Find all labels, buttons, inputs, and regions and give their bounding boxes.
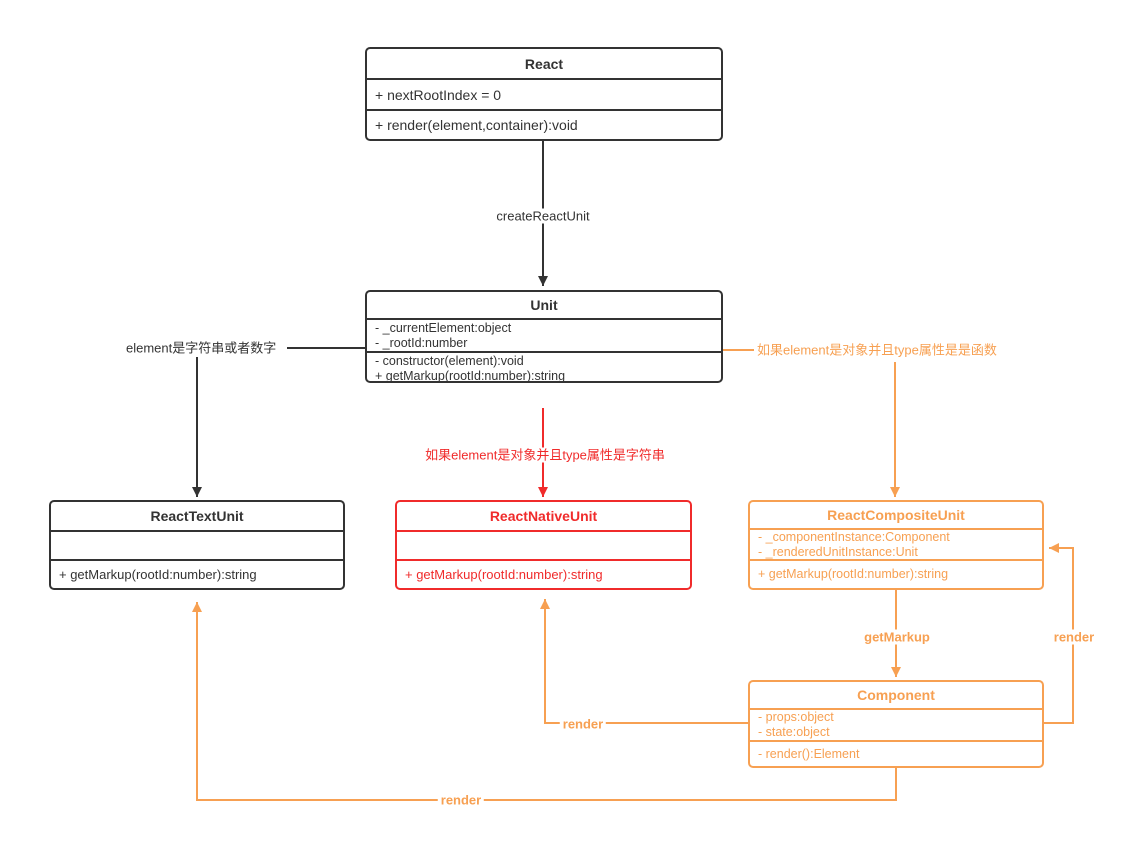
- field-line: - _rootId:number: [375, 335, 468, 350]
- edge-label-render-to-text: render: [437, 792, 485, 808]
- edge-render-to-text[interactable]: [192, 602, 897, 801]
- class-title: React: [524, 55, 564, 72]
- class-fields: [397, 530, 690, 559]
- field-line: - state:object: [758, 725, 830, 739]
- class-box-react-native-unit[interactable]: ReactNativeUnit + getMarkup(rootId:numbe…: [395, 500, 692, 590]
- method-line: + getMarkup(rootId:number):string: [405, 566, 603, 582]
- class-title: Component: [857, 687, 935, 703]
- method-line: + getMarkup(rootId:number):string: [758, 567, 949, 581]
- class-fields: - props:object - state:object: [750, 708, 1042, 740]
- class-box-unit[interactable]: Unit - _currentElement:object - _rootId:…: [365, 290, 723, 383]
- method-line: - render():Element: [758, 746, 860, 761]
- class-title: ReactTextUnit: [150, 508, 244, 524]
- class-fields: [51, 530, 343, 559]
- class-fields: + nextRootIndex = 0: [367, 78, 721, 109]
- class-title: ReactNativeUnit: [489, 508, 598, 524]
- field-line: + nextRootIndex = 0: [375, 86, 502, 103]
- class-methods: - constructor(element):void + getMarkup(…: [367, 351, 721, 383]
- field-line: - _renderedUnitInstance:Unit: [758, 544, 918, 559]
- edge-label-render-to-native: render: [559, 716, 607, 732]
- class-fields: - _componentInstance:Component - _render…: [750, 528, 1042, 559]
- class-title: Unit: [530, 297, 558, 313]
- field-line: - _componentInstance:Component: [758, 529, 950, 544]
- edge-label-composite-condition: 如果element是对象并且type属性是是函数: [756, 342, 998, 358]
- edge-label-create-react-unit: createReactUnit: [493, 208, 593, 224]
- class-box-react-composite-unit[interactable]: ReactCompositeUnit - _componentInstance:…: [748, 500, 1044, 590]
- edge-label-native-condition: 如果element是对象并且type属性是字符串: [422, 447, 668, 463]
- field-line: - props:object: [758, 710, 834, 724]
- edge-label-render-to-composite: render: [1050, 629, 1098, 645]
- method-line: + getMarkup(rootId:number):string: [59, 566, 257, 582]
- class-box-react-text-unit[interactable]: ReactTextUnit + getMarkup(rootId:number)…: [49, 500, 345, 590]
- class-fields: - _currentElement:object - _rootId:numbe…: [367, 318, 721, 351]
- edge-label-get-markup: getMarkup: [861, 629, 933, 645]
- class-box-react[interactable]: React + nextRootIndex = 0 + render(eleme…: [365, 47, 723, 141]
- method-line: - constructor(element):void: [375, 354, 524, 368]
- class-box-component[interactable]: Component - props:object - state:object …: [748, 680, 1044, 768]
- edge-render-to-native[interactable]: [540, 599, 748, 724]
- class-methods: + getMarkup(rootId:number):string: [397, 559, 690, 588]
- class-title: ReactCompositeUnit: [827, 507, 965, 523]
- method-line: + render(element,container):void: [375, 117, 578, 133]
- field-line: - _currentElement:object: [375, 320, 512, 335]
- class-methods: + getMarkup(rootId:number):string: [51, 559, 343, 588]
- method-line: + getMarkup(rootId:number):string: [375, 369, 566, 383]
- class-methods: + render(element,container):void: [367, 109, 721, 139]
- class-methods: + getMarkup(rootId:number):string: [750, 559, 1042, 588]
- edge-label-text-condition: element是字符串或者数字: [125, 340, 278, 356]
- class-methods: - render():Element: [750, 740, 1042, 766]
